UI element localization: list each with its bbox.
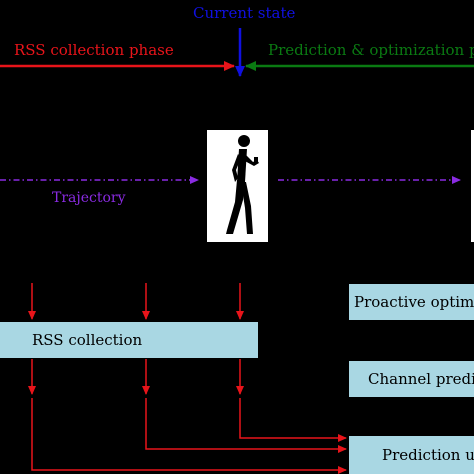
prediction-phase-label: Prediction & optimization p <box>268 41 474 59</box>
proactive-optimization-box: Proactive optimi <box>349 284 474 320</box>
feed-arrow-3 <box>239 398 347 442</box>
channel-prediction-box: Channel predic <box>349 361 474 397</box>
walker-card <box>207 130 268 242</box>
walker-card-edge <box>471 130 474 242</box>
feed-arrow-2 <box>145 398 347 453</box>
rss-collection-label: RSS collection <box>32 331 143 349</box>
proactive-optimization-label: Proactive optimi <box>354 293 474 311</box>
rss-phase-label: RSS collection phase <box>14 41 174 59</box>
current-state-label: Current state <box>193 4 296 22</box>
prediction-unit-box: Prediction u <box>349 436 474 474</box>
trajectory-label: Trajectory <box>52 190 126 206</box>
feed-arrow-1 <box>31 398 347 474</box>
prediction-unit-label: Prediction u <box>382 446 474 464</box>
rss-collection-box: RSS collection <box>0 322 258 358</box>
channel-prediction-label: Channel predic <box>368 370 474 388</box>
person-walking-with-phone-icon <box>226 135 259 234</box>
